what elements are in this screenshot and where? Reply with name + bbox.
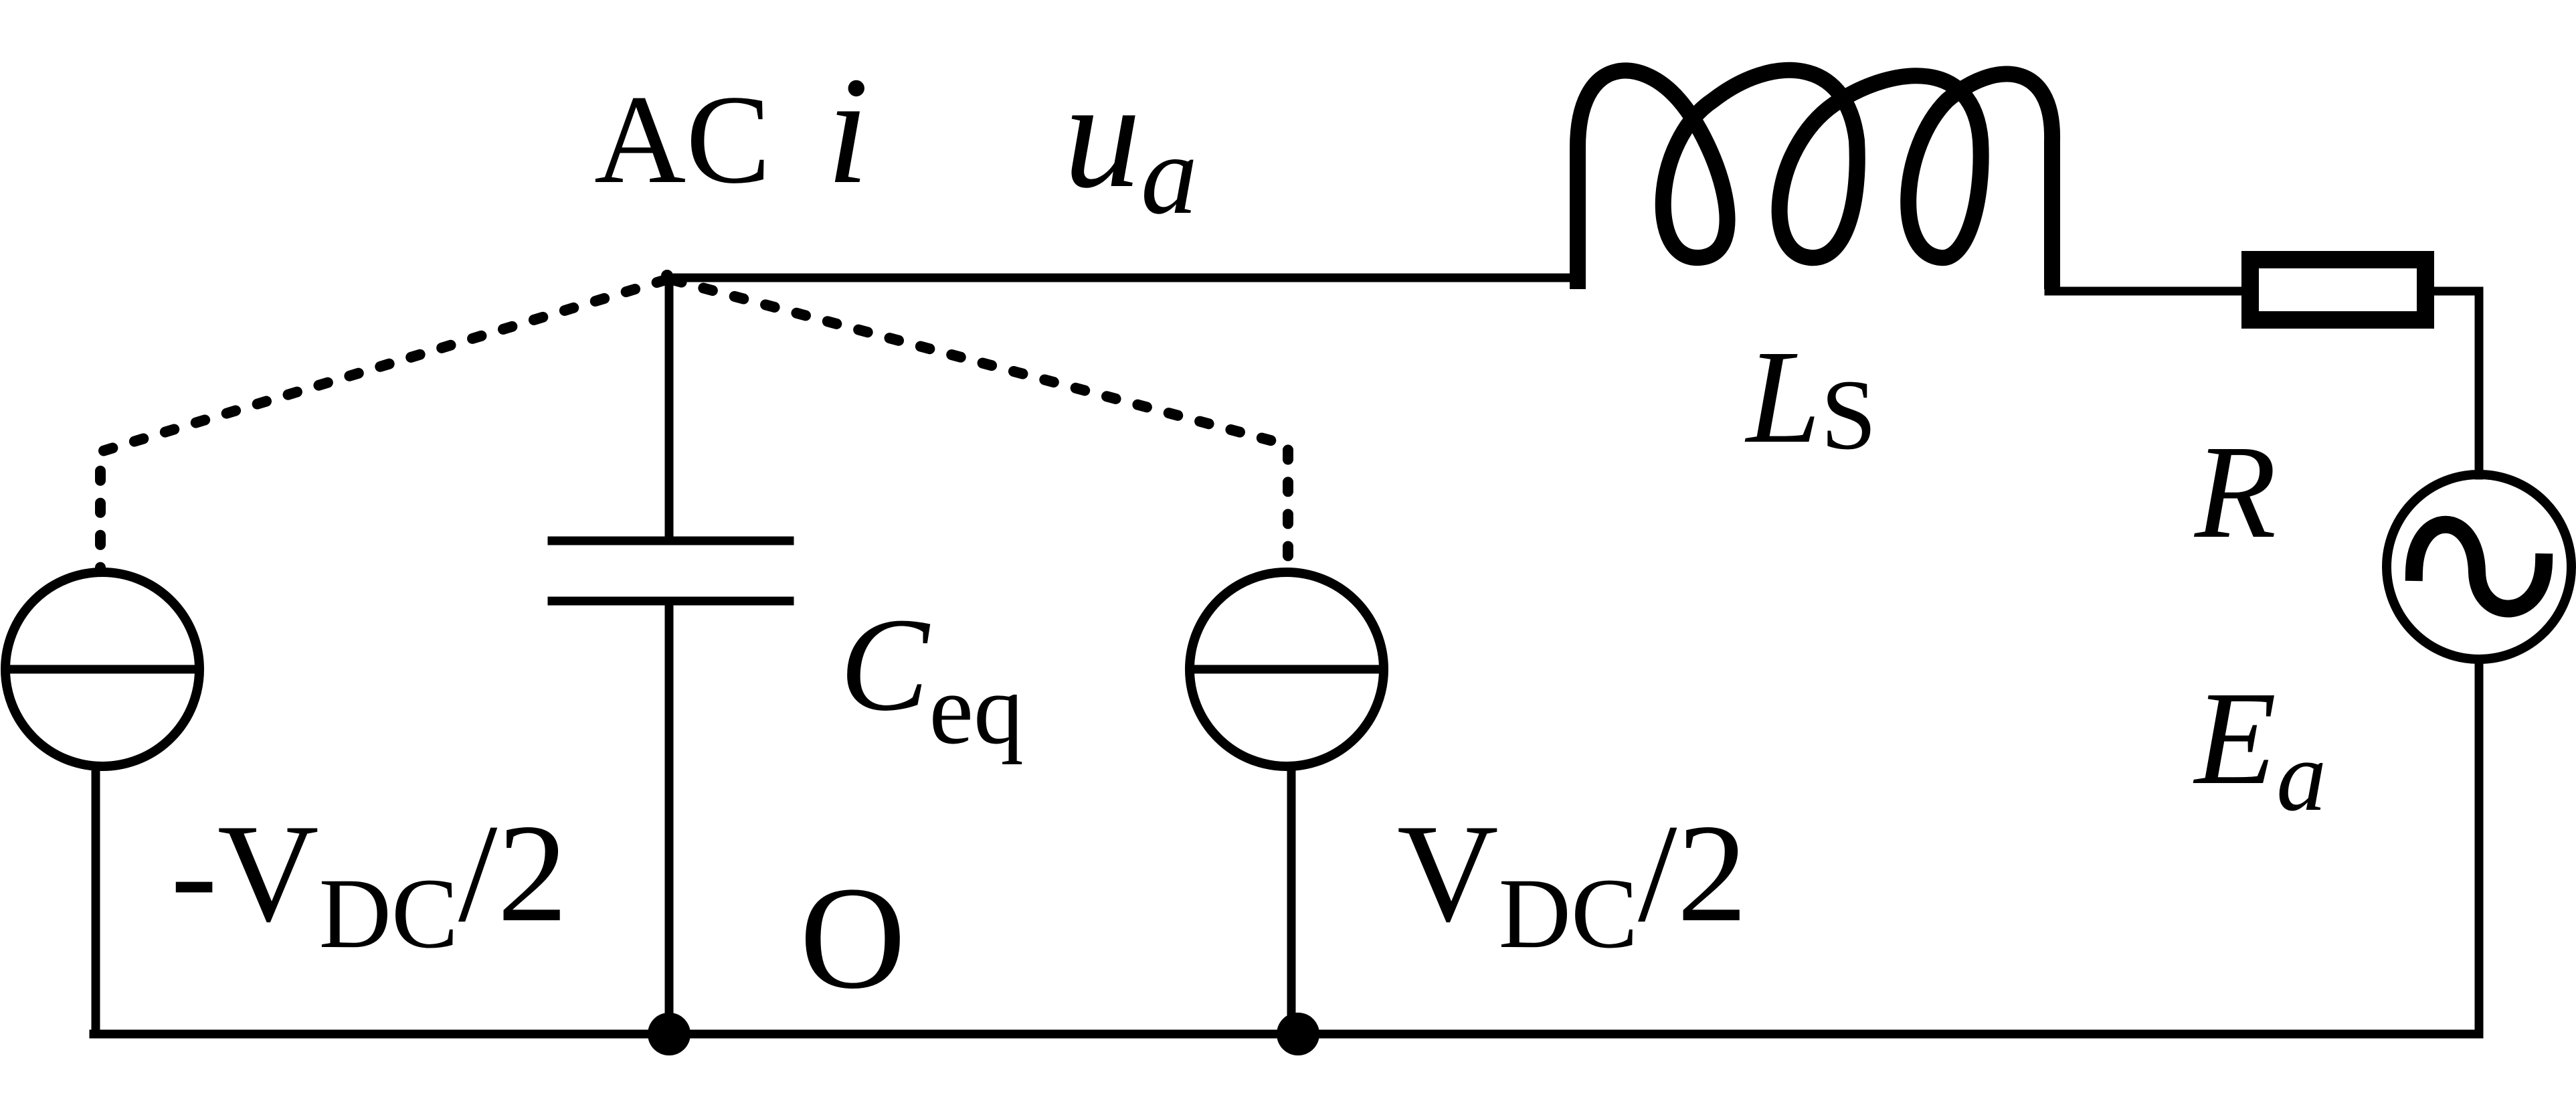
junction-node-o: [648, 1013, 691, 1055]
inductor-ls: [1570, 62, 2061, 289]
emf-label: Ea: [2193, 665, 2326, 832]
current-label: i: [826, 45, 869, 216]
inductor-label: LS: [1744, 323, 1877, 471]
voltage-label: ua: [1064, 49, 1198, 238]
junction-node-right: [1277, 1013, 1319, 1055]
switch-path-left: [95, 274, 671, 574]
resistor-label: R: [2193, 418, 2276, 566]
ac-source: [2382, 470, 2576, 664]
sine-wave-source-icon: [2405, 515, 2553, 618]
resistor-r: [2241, 251, 2434, 329]
node-ac-label: AC: [594, 70, 771, 210]
source-right-label: VDC/2: [1397, 796, 1747, 969]
node-o-label: O: [800, 856, 906, 1019]
switch-path-right: [667, 274, 1293, 574]
capacitor-label: Ceq: [840, 591, 1024, 765]
source-left-label: -VDC/2: [171, 796, 567, 969]
junction-node-ac: [661, 270, 673, 282]
